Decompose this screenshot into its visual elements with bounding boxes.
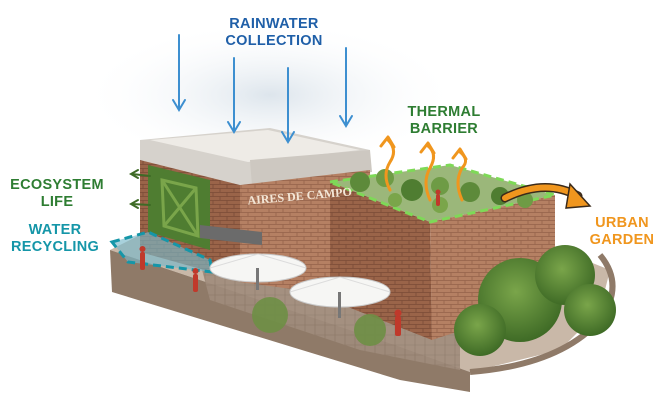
umbrellas	[209, 253, 391, 318]
garden-line-1: URBAN	[595, 215, 649, 231]
heat-arrow-3-head-icon	[451, 147, 468, 161]
sky-haze	[80, 20, 460, 170]
heat-arrows	[379, 135, 468, 202]
thermal-line-1: THERMAL	[407, 104, 481, 120]
rainwater-line-1: RAINWATER	[229, 16, 319, 32]
rain-arrow-1-head-icon	[172, 99, 186, 112]
thermal-barrier-outline	[324, 163, 556, 224]
green-wall	[148, 165, 210, 250]
thermal-barrier-label: THERMAL BARRIER	[396, 104, 492, 138]
rainwater-collection-label: RAINWATER COLLECTION	[218, 16, 330, 50]
rain-arrow-2-head-icon	[227, 121, 241, 134]
eco-arrow-1-head-icon	[128, 169, 139, 179]
eco-arrows	[128, 169, 151, 209]
rainwater-line-2: COLLECTION	[225, 33, 323, 49]
water-line-1: WATER	[28, 222, 82, 238]
ecosystem-line-1: ECOSYSTEM	[10, 177, 104, 193]
ecosystem-line-2: LIFE	[40, 194, 74, 210]
rain-arrow-3-head-icon	[281, 131, 295, 144]
eco-arrow-2-icon	[131, 203, 151, 206]
garden-arrow-head-icon	[565, 182, 592, 209]
heat-arrow-2-head-icon	[419, 141, 436, 155]
urban-garden-label: URBAN GARDEN	[578, 215, 666, 249]
rain-arrows	[172, 34, 353, 144]
garden-trees	[252, 245, 616, 356]
thermal-line-2: BARRIER	[409, 121, 479, 137]
rain-arrow-4-head-icon	[339, 115, 353, 128]
eco-arrow-2-head-icon	[128, 199, 139, 209]
water-line-2: RECYCLING	[10, 239, 100, 255]
water-recycling-label: WATER RECYCLING	[2, 222, 108, 256]
garden-arrow	[500, 182, 592, 209]
awning	[200, 225, 262, 245]
people	[139, 189, 441, 336]
ecosystem-life-label: ECOSYSTEM LIFE	[2, 177, 112, 211]
garden-line-2: GARDEN	[589, 232, 655, 248]
heat-arrow-1-head-icon	[379, 135, 396, 149]
eco-arrow-1-icon	[131, 173, 151, 177]
